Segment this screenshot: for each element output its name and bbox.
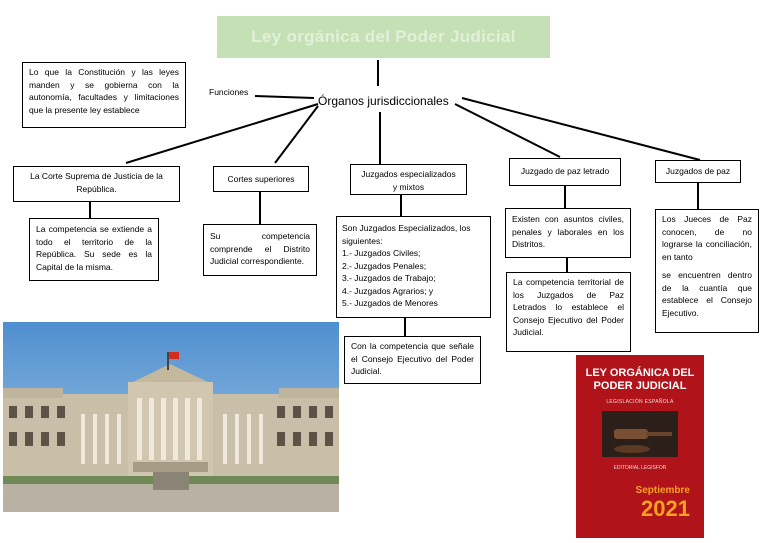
branch-corte-suprema: La Corte Suprema de Justicia de la Repúb… bbox=[13, 166, 180, 202]
detail2-juzgados-especializados: Con la competencia que señale el Consejo… bbox=[344, 336, 481, 384]
branch-title: Juzgado de paz letrado bbox=[520, 166, 610, 176]
root-node: Órganos jurisdiccionales bbox=[318, 94, 449, 108]
branch-cortes-superiores: Cortes superiores bbox=[213, 166, 309, 192]
detail-text-b: se encuentren dentro de la cuantía que e… bbox=[662, 270, 752, 318]
functions-label: Funciones bbox=[209, 87, 249, 97]
detail-cortes-superiores: Su competencia comprende el Distrito Jud… bbox=[203, 224, 317, 276]
branch-title: Juzgados de paz bbox=[665, 166, 731, 176]
connector-cortes-superiores bbox=[274, 105, 319, 164]
book-subtitle: LEGISLACIÓN ESPAÑOLA bbox=[606, 399, 674, 405]
detail-text: La competencia territorial de los Juzgad… bbox=[513, 277, 624, 337]
gavel-image bbox=[602, 411, 678, 457]
book-cover: LEY ORGÁNICA DEL PODER JUDICIAL LEGISLAC… bbox=[576, 355, 704, 538]
branch-title: La Corte Suprema de Justicia de la Repúb… bbox=[30, 171, 163, 194]
book-title-line1: LEY ORGÁNICA DEL bbox=[585, 367, 695, 379]
detail-item: 5.- Juzgados de Menores bbox=[342, 298, 438, 308]
detail-text: Su competencia comprende el Distrito Jud… bbox=[210, 231, 310, 266]
functions-text: Lo que la Constitución y las leyes mande… bbox=[29, 67, 179, 115]
book-publisher: EDITORIAL LEGISFOR bbox=[613, 465, 667, 471]
detail-intro: Son Juzgados Especializados, los siguien… bbox=[342, 223, 471, 246]
branch-title: Juzgados especializados y mixtos bbox=[361, 169, 456, 192]
branch-juzgados-especializados: Juzgados especializados y mixtos bbox=[350, 164, 467, 195]
detail-text: La competencia se extiende a todo el ter… bbox=[36, 224, 152, 272]
book-title-line2: PODER JUDICIAL bbox=[593, 380, 687, 392]
detail-item: 3.- Juzgados de Trabajo; bbox=[342, 273, 436, 283]
detail-juzgados-especializados: Son Juzgados Especializados, los siguien… bbox=[336, 216, 491, 318]
connector-paz-letrado bbox=[454, 103, 561, 158]
connector-juzgados-paz bbox=[461, 97, 701, 161]
detail2-paz-letrado: La competencia territorial de los Juzgad… bbox=[506, 272, 631, 352]
palace-of-justice-photo bbox=[3, 322, 339, 512]
diagram-title: Ley orgánica del Poder Judicial bbox=[217, 16, 550, 58]
branch-juzgados-paz: Juzgados de paz bbox=[655, 160, 741, 183]
detail-juzgados-paz: Los Jueces de Paz conocen, de no logrars… bbox=[655, 209, 759, 333]
detail-item: 1.- Juzgados Civiles; bbox=[342, 248, 421, 258]
detail-paz-letrado: Existen con asuntos civiles, penales y l… bbox=[505, 208, 631, 258]
functions-box: Lo que la Constitución y las leyes mande… bbox=[22, 62, 186, 128]
book-month: Septiembre bbox=[635, 485, 690, 496]
detail-corte-suprema: La competencia se extiende a todo el ter… bbox=[29, 218, 159, 281]
detail-text: Con la competencia que señale el Consejo… bbox=[351, 341, 474, 376]
branch-title: Cortes superiores bbox=[227, 174, 295, 184]
detail-text: Existen con asuntos civiles, penales y l… bbox=[512, 214, 624, 249]
connector-corte-suprema bbox=[125, 103, 319, 164]
branch-paz-letrado: Juzgado de paz letrado bbox=[509, 158, 621, 186]
detail-item: 2.- Juzgados Penales; bbox=[342, 260, 427, 271]
detail-text: Los Jueces de Paz conocen, de no logrars… bbox=[662, 214, 752, 262]
book-year: 2021 bbox=[641, 496, 690, 521]
functions-connector bbox=[254, 95, 315, 99]
detail-item: 4.- Juzgados Agrarios; y bbox=[342, 285, 434, 296]
